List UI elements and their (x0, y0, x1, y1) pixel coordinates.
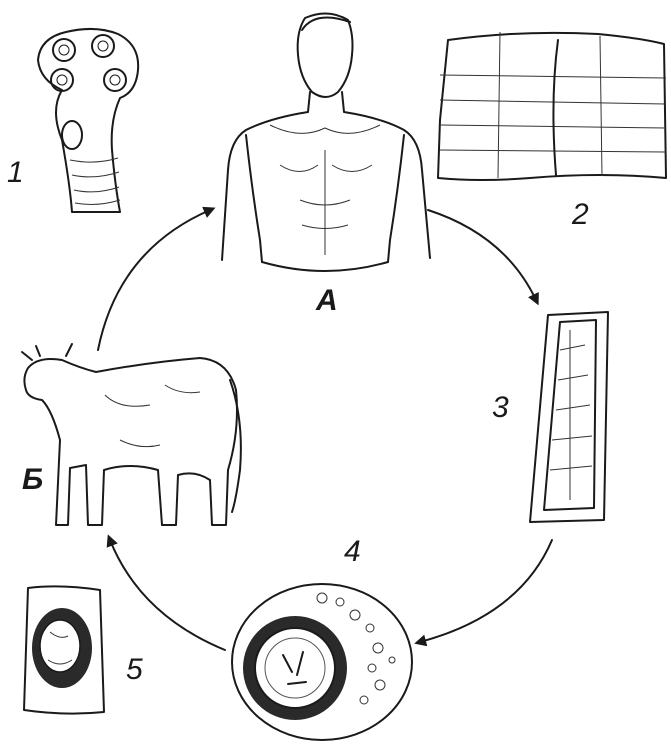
label-host-a: А (316, 286, 338, 316)
scolex-drawing (38, 29, 138, 212)
label-host-b: Б (22, 465, 43, 495)
label-stage-5: 5 (126, 655, 143, 685)
label-stage-2: 2 (572, 200, 589, 230)
arrow-human-to-proglottid (428, 210, 536, 300)
arrow-proglottid-to-egg (420, 540, 552, 642)
human-figure (222, 13, 430, 271)
arrow-cow-to-human (98, 210, 210, 350)
arrow-egg-to-cow (110, 540, 225, 650)
label-stage-1: 1 (7, 158, 24, 188)
label-stage-4: 4 (344, 537, 361, 567)
strobila-segment-drawing (438, 32, 666, 180)
label-stage-3: 3 (492, 393, 509, 423)
egg-oncosphere-drawing (232, 584, 412, 740)
cysticercus-in-muscle-drawing (24, 586, 104, 713)
cow-figure (22, 344, 241, 525)
mature-proglottid-drawing (530, 312, 608, 522)
